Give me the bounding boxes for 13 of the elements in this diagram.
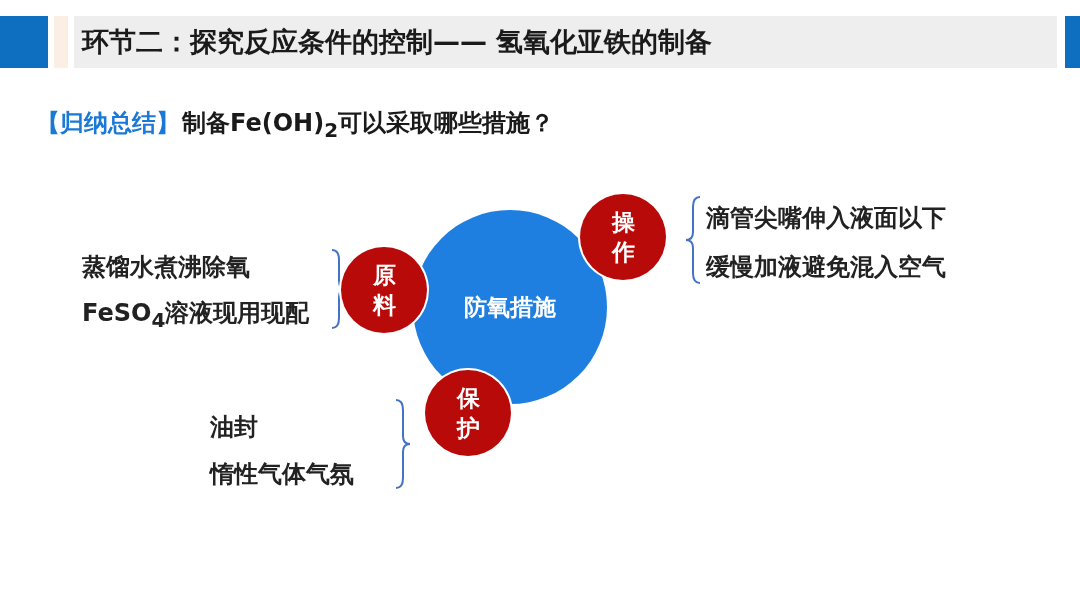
measure-text: 蒸馏水煮沸除氧 bbox=[82, 252, 250, 282]
measure-text: 滴管尖嘴伸入液面以下 bbox=[706, 203, 946, 233]
measure-text: 惰性气体气氛 bbox=[210, 459, 354, 489]
circle-label: 保护 bbox=[455, 384, 481, 443]
measure-text: FeSO$_{4}$溶液现用现配 bbox=[82, 298, 310, 334]
circle-label: 防氧措施 bbox=[464, 293, 556, 322]
measure-text: 缓慢加液避免混入空气 bbox=[706, 252, 946, 282]
circle-label: 原料 bbox=[371, 261, 397, 320]
question: 制备Fe(OH)$_{2}$可以采取哪些措施？ bbox=[182, 108, 555, 144]
section-tag: 【归纳总结】 bbox=[36, 106, 180, 140]
measure-text: 油封 bbox=[210, 412, 258, 442]
circle-label: 操作 bbox=[610, 208, 636, 267]
title: 环节二：探究反应条件的控制—— 氢氧化亚铁的制备 bbox=[82, 25, 713, 59]
